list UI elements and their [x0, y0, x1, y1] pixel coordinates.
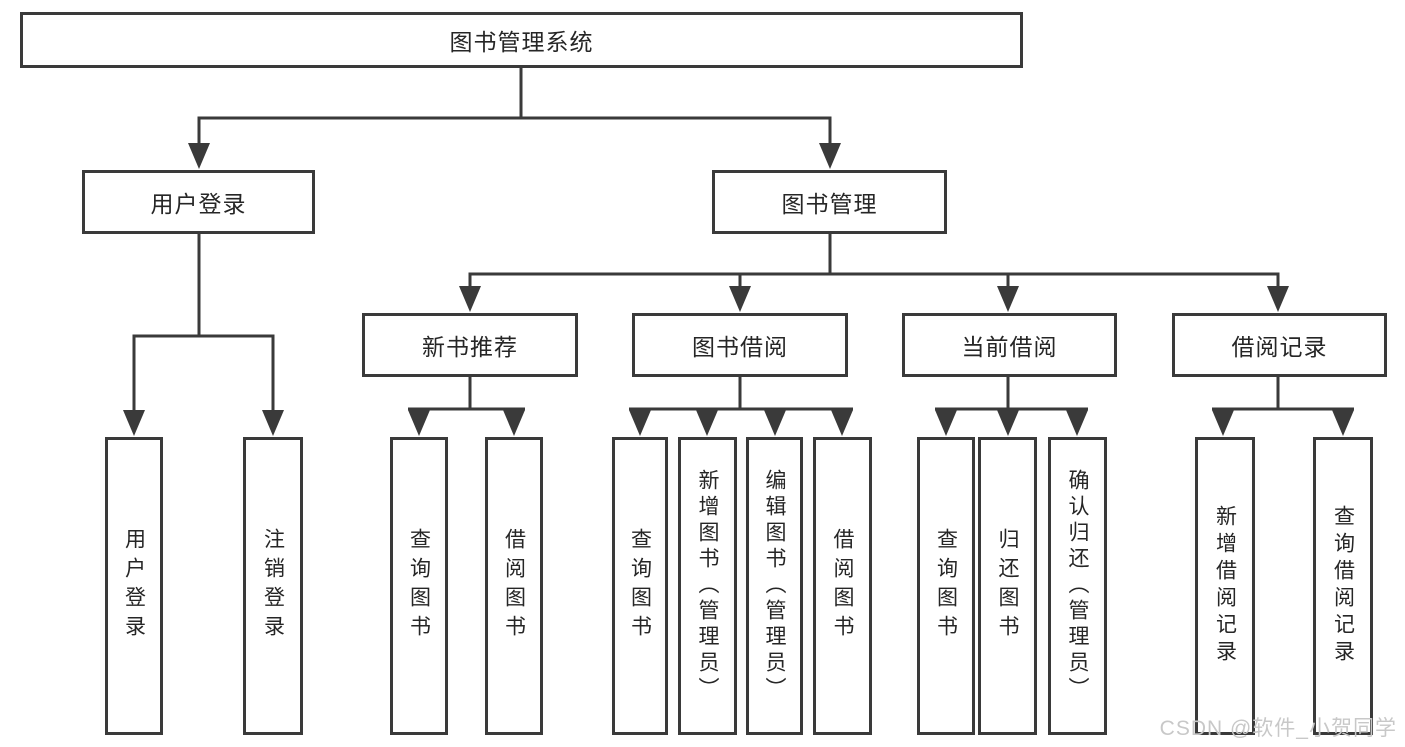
arrowhead-icon [188, 143, 210, 169]
arrowhead-icon [1212, 410, 1234, 436]
leaf-query-books-borrowing: 查询图书 [612, 437, 668, 735]
node-user-login: 用户登录 [82, 170, 315, 234]
arrowhead-icon [764, 410, 786, 436]
leaf-user-login: 用户登录 [105, 437, 163, 735]
arrowhead-icon [503, 410, 525, 436]
leaf-logout: 注销登录 [243, 437, 303, 735]
arrowhead-icon [408, 410, 430, 436]
leaf-borrow-books-recommend: 借阅图书 [485, 437, 543, 735]
leaf-add-book-admin: 新增图书（管理员） [678, 437, 737, 735]
arrowhead-icon [997, 286, 1019, 312]
arrowhead-icon [1066, 410, 1088, 436]
node-borrowing-records: 借阅记录 [1172, 313, 1387, 377]
arrowhead-icon [1267, 286, 1289, 312]
arrowhead-icon [262, 410, 284, 436]
node-library-system: 图书管理系统 [20, 12, 1023, 68]
node-book-management: 图书管理 [712, 170, 947, 234]
leaf-edit-book-admin: 编辑图书（管理员） [746, 437, 803, 735]
arrowhead-icon [696, 410, 718, 436]
leaf-add-borrow-record: 新增借阅记录 [1195, 437, 1255, 735]
arrowhead-icon [1332, 410, 1354, 436]
leaf-confirm-return-admin: 确认归还（管理员） [1048, 437, 1107, 735]
node-current-borrowing: 当前借阅 [902, 313, 1117, 377]
leaf-borrow-books-borrowing: 借阅图书 [813, 437, 872, 735]
watermark: CSDN @软件_小贺同学 [1159, 717, 1397, 740]
leaf-return-books: 归还图书 [978, 437, 1037, 735]
arrowhead-icon [629, 410, 651, 436]
arrowhead-icon [997, 410, 1019, 436]
arrowhead-icon [729, 286, 751, 312]
arrowhead-icon [123, 410, 145, 436]
leaf-query-books-current: 查询图书 [917, 437, 975, 735]
leaf-query-borrow-record: 查询借阅记录 [1313, 437, 1373, 735]
arrowhead-icon [459, 286, 481, 312]
arrowhead-icon [831, 410, 853, 436]
arrowhead-icon [819, 143, 841, 169]
leaf-query-books-recommend: 查询图书 [390, 437, 448, 735]
node-book-borrowing: 图书借阅 [632, 313, 848, 377]
arrowhead-icon [935, 410, 957, 436]
node-new-book-recommendation: 新书推荐 [362, 313, 578, 377]
